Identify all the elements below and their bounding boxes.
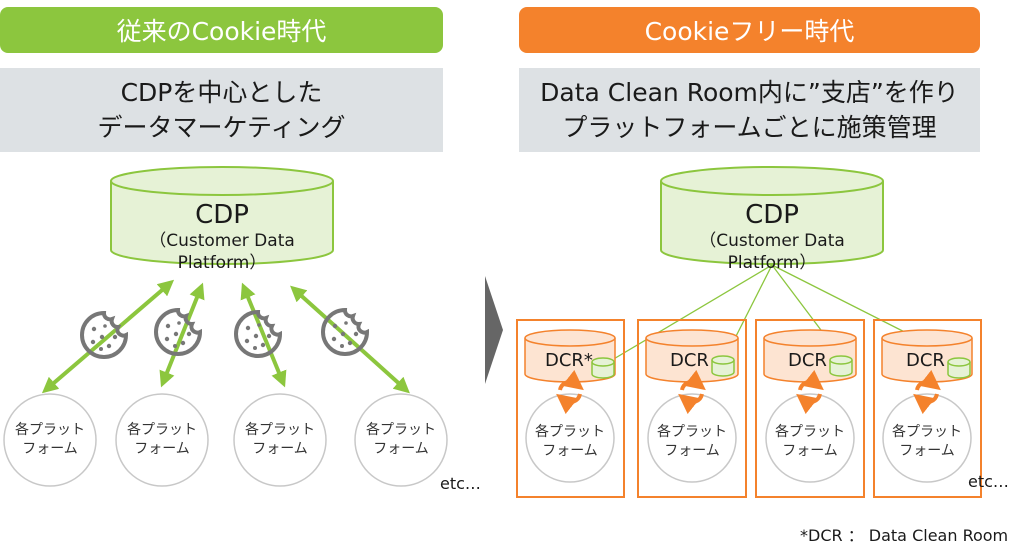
platform-label-line2: フォーム [664, 443, 720, 459]
etc-label-left: etc… [440, 474, 481, 493]
platform-label: 各プラット フォーム [230, 421, 330, 459]
dcr-label: DCR [906, 350, 945, 371]
platform-circle-right-4 [882, 393, 972, 483]
arrow-cdp-platform-4 [290, 285, 410, 394]
dcr-label: DCR* [545, 350, 593, 371]
database-icon [591, 357, 615, 379]
arrow-cdp-platform-3 [240, 282, 287, 388]
platform-label-line2: フォーム [542, 443, 598, 459]
cookie-icon [321, 308, 369, 356]
platform-label-line1: 各プラット [366, 422, 436, 438]
platform-label-line1: 各プラット [127, 422, 197, 438]
platform-label: 各プラット フォーム [0, 421, 100, 459]
cdp-label-left: CDP （Customer Data Platform） [111, 200, 333, 274]
dcr-box-1 [516, 319, 625, 498]
platform-label: 各プラット フォーム [520, 423, 620, 461]
platform-label: 各プラット フォーム [877, 423, 977, 461]
platform-label: 各プラット フォーム [642, 423, 742, 461]
platform-circle-left-3 [233, 393, 327, 487]
platform-label-line1: 各プラット [535, 424, 605, 440]
cdp-title-right: CDP [745, 200, 799, 230]
cdp-database-left [110, 166, 334, 265]
platform-label-line2: フォーム [899, 443, 955, 459]
subtitle-right: Data Clean Room内に”支店”を作り プラットフォームごとに施策管理 [519, 68, 980, 152]
arrow-cdp-platform-1 [41, 279, 175, 394]
platform-label-line1: 各プラット [245, 422, 315, 438]
cdp-subtitle-left: （Customer Data Platform） [149, 231, 295, 273]
chevron-right-icon [485, 276, 503, 384]
left-arrows [41, 279, 410, 394]
platform-label-line2: フォーム [782, 443, 838, 459]
dcr-label: DCR [788, 350, 827, 371]
platform-label: 各プラット フォーム [112, 421, 212, 459]
platform-circle-right-3 [765, 393, 855, 483]
platform-label: 各プラット フォーム [351, 421, 451, 459]
banner-cookie-free-era: Cookieフリー時代 [519, 7, 980, 53]
dcr-label: DCR [670, 350, 709, 371]
database-icon [947, 357, 971, 379]
banner-cookie-era: 従来のCookie時代 [0, 7, 443, 53]
platform-label-line1: 各プラット [657, 424, 727, 440]
platform-circle-left-1 [3, 393, 97, 487]
platform-label-line1: 各プラット [775, 424, 845, 440]
banner-cookie-free-era-label: Cookieフリー時代 [644, 17, 855, 46]
database-icon [711, 355, 735, 377]
etc-label-right: etc… [968, 472, 1009, 491]
arrow-cdp-platform-2 [159, 282, 205, 388]
subtitle-right-line2: プラットフォームごとに施策管理 [562, 113, 937, 142]
subtitle-left: CDPを中心とした データマーケティング [0, 68, 443, 152]
cookie-icon [80, 311, 128, 359]
subtitle-left-line1: CDPを中心とした [120, 78, 323, 107]
platform-label-line2: フォーム [134, 441, 190, 457]
banner-cookie-era-label: 従来のCookie時代 [116, 17, 327, 46]
cdp-database-right [660, 166, 884, 265]
platform-label-line1: 各プラット [15, 422, 85, 438]
subtitle-left-line2: データマーケティング [97, 113, 346, 142]
platform-circle-right-1 [525, 393, 615, 483]
cdp-label-right: CDP （Customer Data Platform） [661, 200, 883, 274]
platform-label-line2: フォーム [252, 441, 308, 457]
database-icon [829, 355, 853, 377]
dcr-box-2 [637, 319, 747, 498]
platform-circle-left-2 [115, 393, 209, 487]
dcr-box-4 [873, 319, 982, 498]
platform-circle-right-2 [647, 393, 737, 483]
platform-label-line2: フォーム [22, 441, 78, 457]
cdp-title-left: CDP [195, 200, 249, 230]
platform-label: 各プラット フォーム [760, 423, 860, 461]
dcr-box-3 [755, 319, 865, 498]
footnote: *DCR ： Data Clean Room [800, 526, 1009, 545]
platform-circle-left-4 [354, 393, 448, 487]
platform-label-line1: 各プラット [892, 424, 962, 440]
cdp-subtitle-right: （Customer Data Platform） [699, 231, 845, 273]
subtitle-right-line1: Data Clean Room内に”支店”を作り [540, 78, 959, 107]
platform-label-line2: フォーム [373, 441, 429, 457]
